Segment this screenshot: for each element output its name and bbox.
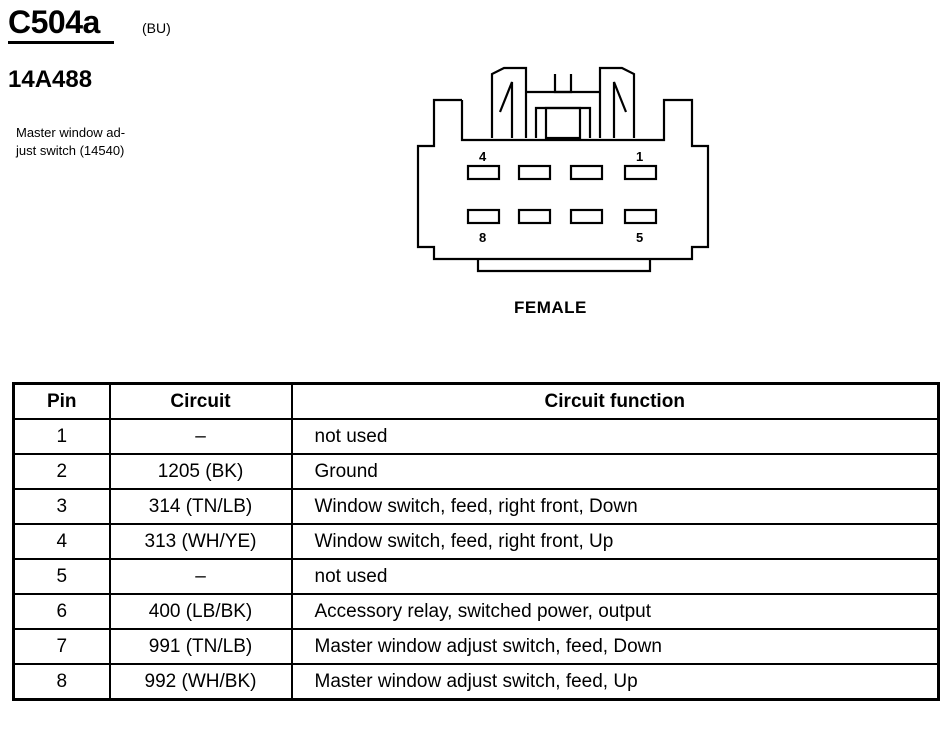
circuit-cell: 1205 (BK) (108, 453, 293, 490)
function-cell: Master window adjust switch, feed, Down (290, 628, 940, 665)
table-row: 8 992 (WH/BK) Master window adjust switc… (12, 663, 940, 701)
header-circuit-function: Circuit function (290, 382, 940, 420)
circuit-cell: – (108, 558, 293, 595)
latch-right (598, 66, 636, 138)
pin-cell: 8 (12, 663, 111, 701)
table-row: 7 991 (TN/LB) Master window adjust switc… (12, 628, 940, 665)
latch-left-inner (498, 81, 514, 138)
connector-color-code: (BU) (142, 20, 171, 36)
pin-cell: 7 (12, 628, 111, 665)
table-row: 2 1205 (BK) Ground (12, 453, 940, 490)
pinout-table: Pin Circuit Circuit function 1 – not use… (12, 382, 940, 701)
table-row: 5 – not used (12, 558, 940, 595)
header-circuit: Circuit (108, 382, 293, 420)
latch-right-inner (612, 81, 628, 138)
cavity-5 (623, 208, 658, 225)
circuit-cell: – (108, 418, 293, 455)
function-cell: Ground (290, 453, 940, 490)
latch-center (534, 106, 592, 138)
function-cell: Window switch, feed, right front, Down (290, 488, 940, 525)
description-line-1: Master window ad- (16, 125, 126, 140)
function-cell: Master window adjust switch, feed, Up (290, 663, 940, 701)
table-row: 6 400 (LB/BK) Accessory relay, switched … (12, 593, 940, 630)
cavity-6 (569, 208, 604, 225)
pin-cell: 4 (12, 523, 111, 560)
pin-label-1: 1 (636, 149, 643, 164)
latch-top (553, 74, 573, 94)
cavity-2 (569, 164, 604, 181)
pin-cell: 2 (12, 453, 111, 490)
cavity-8 (466, 208, 501, 225)
cavity-3 (517, 164, 552, 181)
view-label: FEMALE (514, 298, 587, 317)
pin-label-5: 5 (636, 230, 643, 245)
housing-skirt (476, 259, 652, 273)
function-cell: Accessory relay, switched power, output (290, 593, 940, 630)
pin-cell: 3 (12, 488, 111, 525)
table-row: 4 313 (WH/YE) Window switch, feed, right… (12, 523, 940, 560)
inner-frame (460, 98, 686, 142)
circuit-cell: 314 (TN/LB) (108, 488, 293, 525)
circuit-cell: 991 (TN/LB) (108, 628, 293, 665)
table-header-row: Pin Circuit Circuit function (12, 382, 940, 420)
pin-label-8: 8 (479, 230, 486, 245)
function-cell: not used (290, 558, 940, 595)
connector-description: Master window ad- just switch (14540) (16, 124, 186, 160)
connector-face-diagram: 4 1 8 5 (416, 66, 710, 273)
table-row: 1 – not used (12, 418, 940, 455)
cavity-1 (623, 164, 658, 181)
circuit-cell: 400 (LB/BK) (108, 593, 293, 630)
pin-label-4: 4 (479, 149, 487, 164)
latch-tab (544, 106, 582, 140)
circuit-cell: 313 (WH/YE) (108, 523, 293, 560)
table-row: 3 314 (TN/LB) Window switch, feed, right… (12, 488, 940, 525)
housing-outline (416, 98, 710, 261)
description-line-2: just switch (14540) (16, 143, 125, 158)
pin-cell: 1 (12, 418, 111, 455)
pin-cell: 5 (12, 558, 111, 595)
circuit-cell: 992 (WH/BK) (108, 663, 293, 701)
pin-cell: 6 (12, 593, 111, 630)
cavity-7 (517, 208, 552, 225)
connector-id: C504a (8, 4, 100, 40)
function-cell: not used (290, 418, 940, 455)
part-number: 14A488 (8, 66, 93, 93)
connector-id-underline (8, 41, 114, 44)
header-pin: Pin (12, 382, 111, 420)
cavity-4 (466, 164, 501, 181)
latch-left (490, 66, 528, 138)
function-cell: Window switch, feed, right front, Up (290, 523, 940, 560)
